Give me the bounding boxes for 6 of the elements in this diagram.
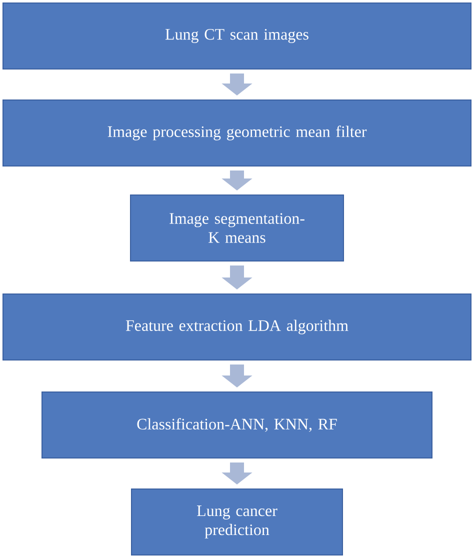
process-box: Feature extraction LDA algorithm: [2, 294, 472, 360]
process-box: Classification-ANN, KNN, RF: [42, 392, 432, 458]
process-box: Lung CT scan images: [2, 2, 472, 70]
process-box: Image segmentation- K means: [130, 194, 344, 262]
process-box: Lung cancer prediction: [131, 488, 343, 556]
process-box: Image processing geometric mean filter: [2, 100, 472, 166]
